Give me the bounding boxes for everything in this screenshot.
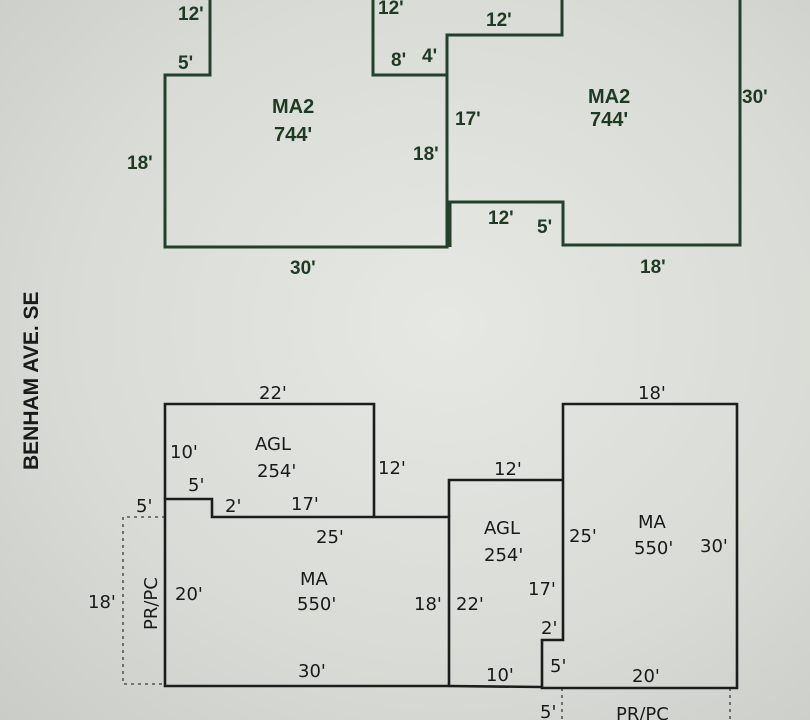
lower-ma-left-outline (163, 497, 451, 688)
porch-bottom-outline (561, 688, 731, 720)
lower-dim-25: 25' (316, 527, 344, 548)
upper-left-room-code: MA2 (272, 96, 314, 118)
lower-dim-10-bottom: 10' (486, 665, 514, 686)
lower-agl-left-outline (163, 402, 376, 517)
lower-dim-5-right: 5' (550, 656, 566, 677)
lower-dim-18-porch: 18' (88, 592, 116, 613)
lower-agl-left-area: 254' (257, 461, 296, 482)
lower-dim-20-bottom: 20' (632, 666, 660, 687)
upper-right-room-outline (445, 0, 742, 247)
upper-left-room-outline (163, 0, 449, 249)
upper-dim-step-12: 12' (488, 208, 514, 229)
porch-left-label: PR/PC (141, 577, 162, 630)
upper-dim-right-30: 30' (742, 87, 768, 108)
upper-dim-top-left-12: 12' (178, 4, 204, 25)
lower-dim-20: 20' (175, 584, 203, 605)
lower-dim-2-right: 2' (541, 618, 557, 639)
lower-dim-2-notch: 2' (225, 496, 241, 517)
lower-dim-5-porch: 5' (136, 496, 152, 517)
upper-dim-8: 8' (391, 50, 406, 71)
lower-dim-18-top: 18' (638, 383, 666, 404)
lower-dim-17: 17' (291, 494, 319, 515)
upper-left-room-area: 744' (274, 124, 312, 146)
lower-dim-5-porch-bottom: 5' (540, 702, 556, 720)
street-label: BENHAM AVE. SE (20, 291, 43, 470)
lower-dim-12-agl: 12' (378, 458, 406, 479)
upper-right-room-code: MA2 (588, 86, 630, 108)
upper-right-room-area: 744' (590, 109, 628, 131)
lower-mid-bottom-wall (448, 684, 543, 689)
upper-dim-bottom-30: 30' (290, 258, 316, 279)
lower-dim-30-bottom: 30' (298, 661, 326, 682)
upper-floor: 12' 5' 12' 8' 4' 12' 17' 30' 18' 18' 12'… (127, 0, 768, 279)
lower-dim-18-ma: 18' (414, 594, 442, 615)
lower-dim-30-right: 30' (700, 536, 728, 557)
lower-agl-mid-outline (447, 402, 739, 690)
porch-bottom-label: PR/PC (616, 704, 669, 720)
upper-dim-mid-18: 18' (413, 144, 439, 165)
upper-dim-step-5: 5' (537, 217, 552, 238)
upper-dim-notch-5: 5' (178, 53, 193, 74)
lower-floor: 22' 10' 12' 5' 2' 17' 5' 25' 18' 20' 18'… (88, 383, 739, 720)
lower-dim-10: 10' (170, 442, 198, 463)
upper-dim-4: 4' (422, 46, 437, 67)
lower-dim-12-mid: 12' (494, 459, 522, 480)
lower-ma-right-area: 550' (634, 538, 673, 559)
upper-dim-bottom-18: 18' (640, 257, 666, 278)
lower-agl-mid-code: AGL (484, 518, 520, 539)
lower-dim-25-right: 25' (569, 526, 597, 547)
lower-agl-left-code: AGL (255, 434, 291, 455)
lower-dim-22-mid: 22' (456, 594, 484, 615)
lower-dim-17-right: 17' (528, 579, 556, 600)
upper-dim-top-right-12: 12' (486, 10, 512, 31)
lower-dim-5-notch: 5' (188, 475, 204, 496)
lower-ma-left-area: 550' (297, 594, 336, 615)
lower-ma-left-code: MA (300, 569, 329, 590)
upper-dim-17: 17' (455, 109, 481, 130)
lower-agl-mid-area: 254' (484, 545, 523, 566)
lower-ma-right-code: MA (638, 512, 667, 533)
porch-left-outline (122, 516, 165, 685)
upper-dim-left-18: 18' (127, 153, 153, 174)
upper-dim-top-mid-12: 12' (378, 0, 404, 19)
lower-dim-22: 22' (259, 383, 287, 404)
